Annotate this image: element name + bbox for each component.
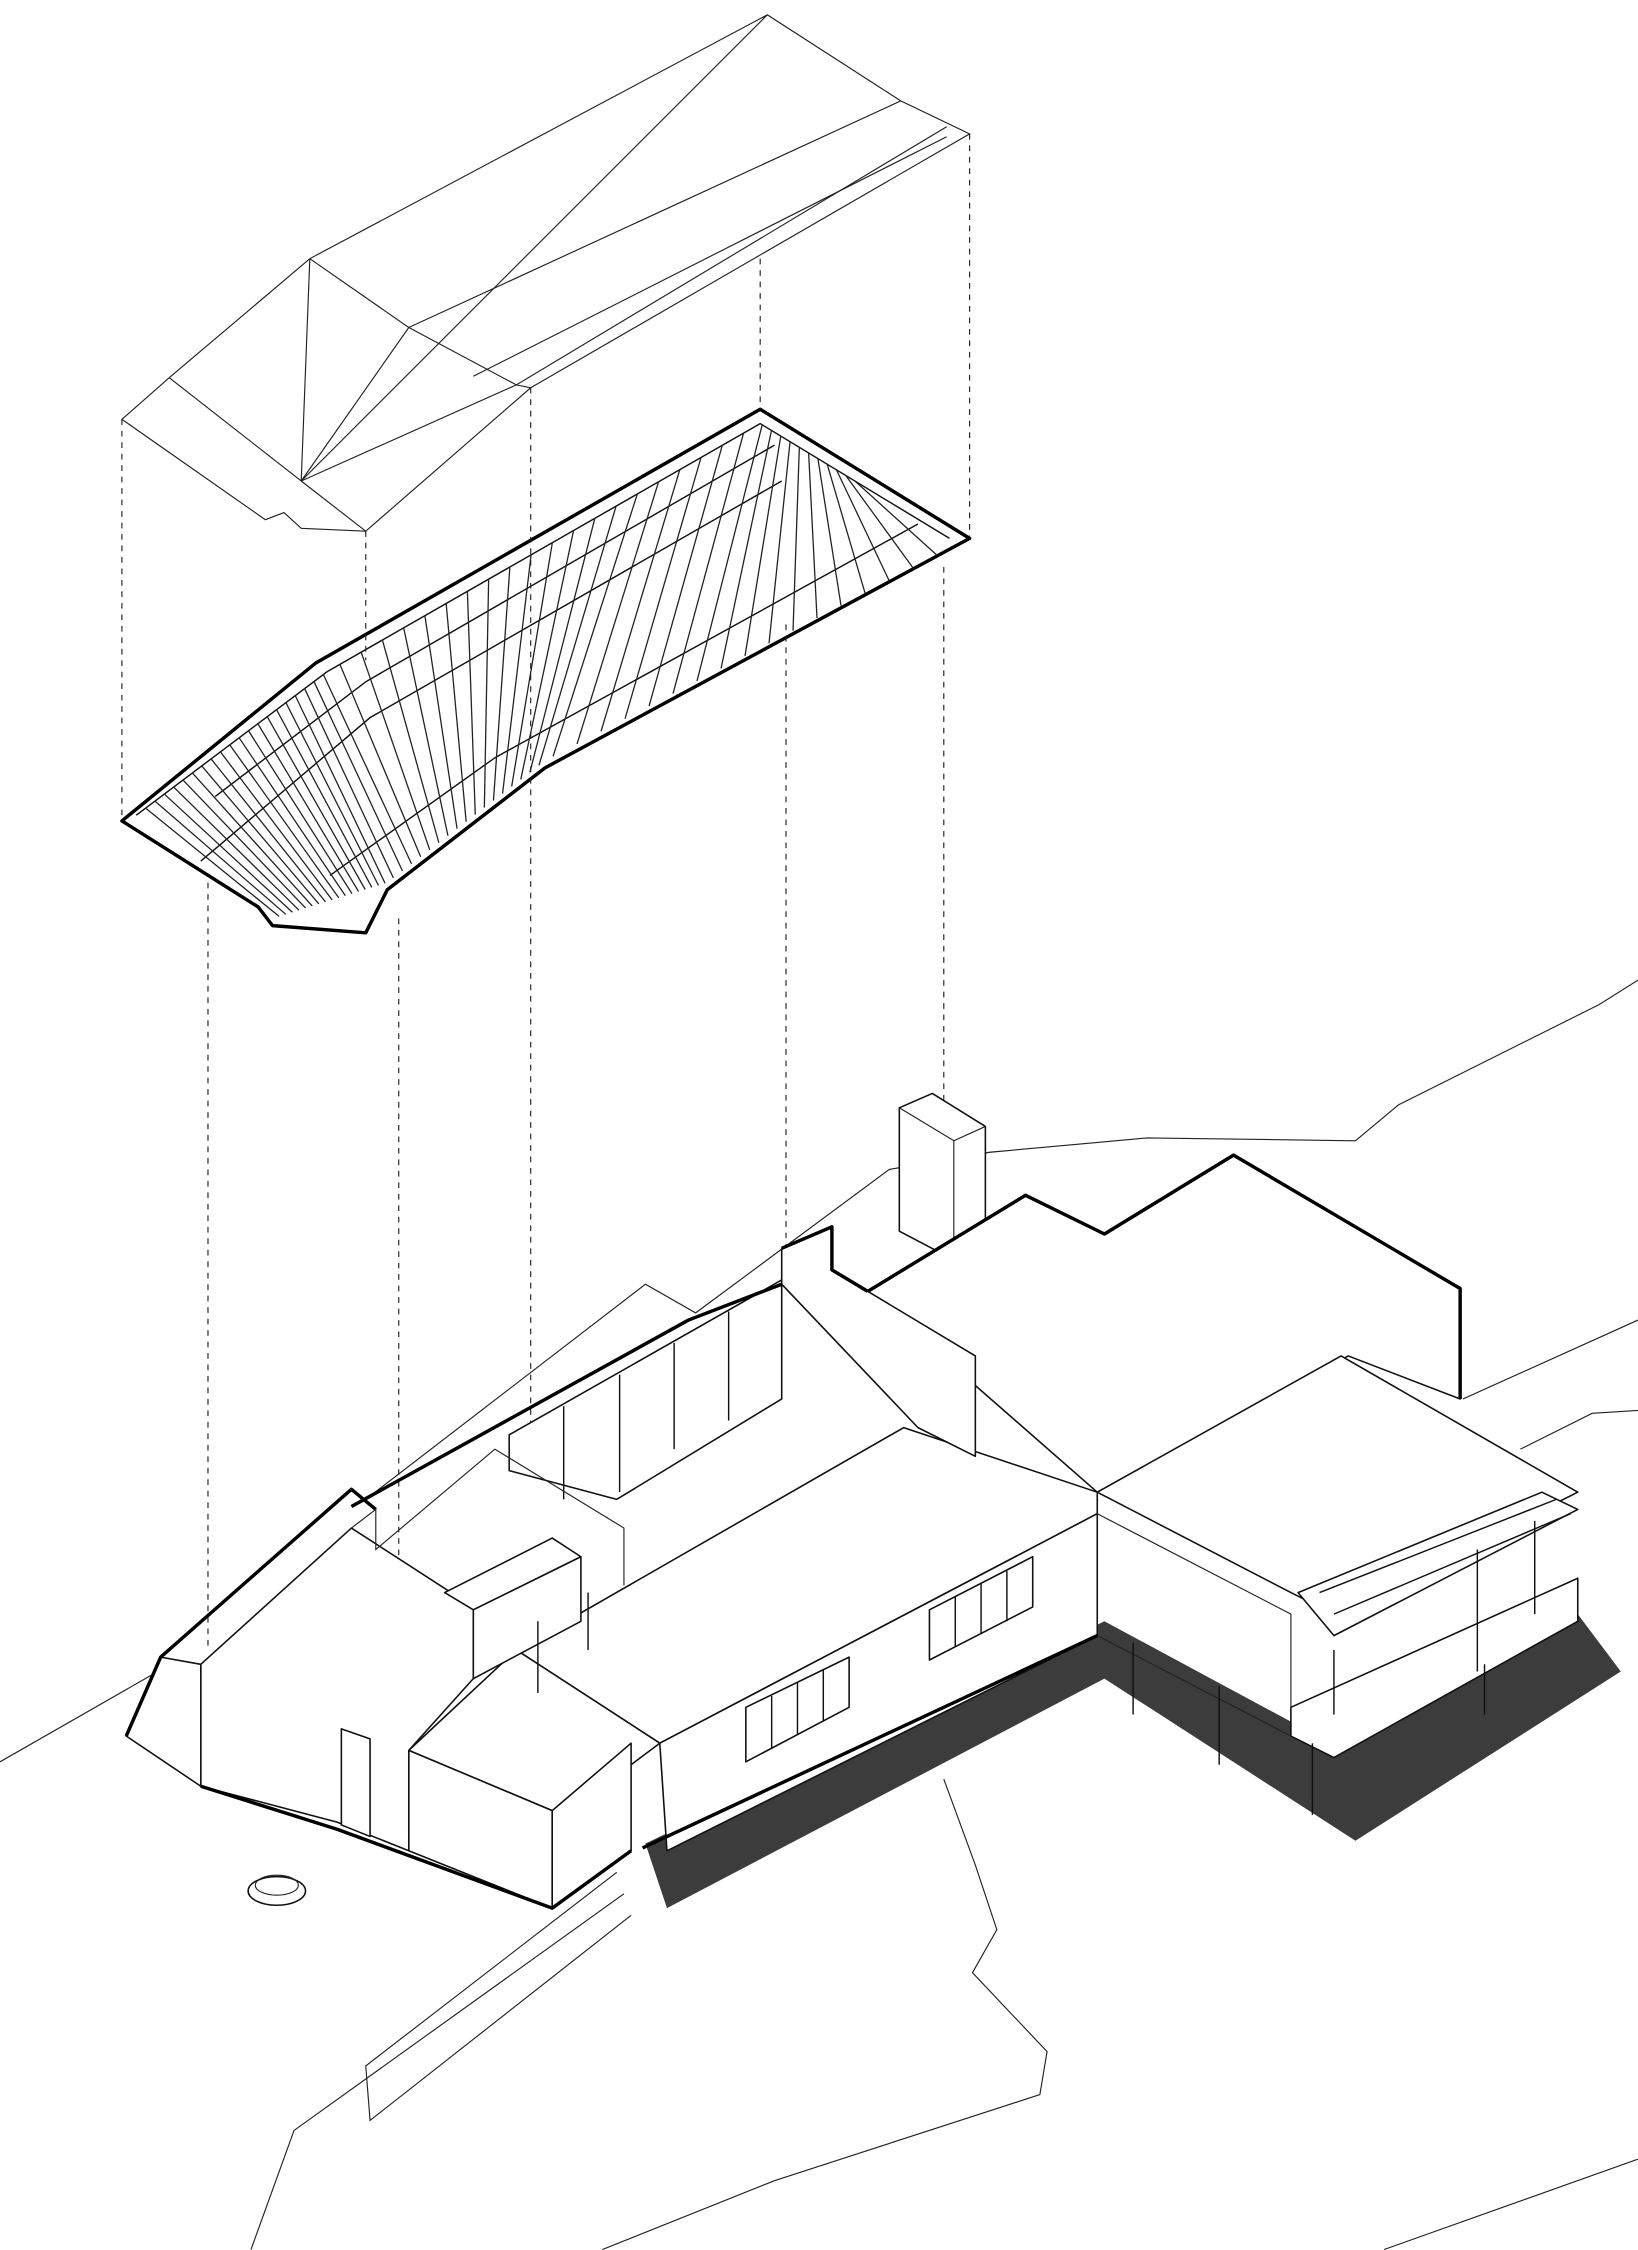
rafter (768, 441, 791, 644)
rafter (552, 493, 638, 757)
rafter (792, 447, 800, 631)
rafter (501, 554, 532, 794)
rafter (266, 716, 366, 890)
rafter (445, 603, 467, 822)
rafter (360, 651, 431, 850)
terrain-lines (0, 979, 1638, 2250)
door (340, 1728, 371, 1838)
rafter (403, 627, 449, 836)
rafter (201, 765, 320, 905)
projection-lines (121, 133, 971, 1722)
rafter (720, 430, 773, 669)
rafter (511, 542, 553, 787)
rafter (339, 664, 422, 858)
rafter (648, 445, 723, 707)
rafter (492, 566, 511, 801)
rafter (247, 730, 353, 894)
glazed-wall (508, 1279, 783, 1501)
rafter (483, 579, 490, 808)
rafter (529, 518, 596, 773)
rafter (576, 481, 660, 745)
rafter (154, 800, 287, 915)
rafter (466, 591, 476, 815)
rafter (845, 475, 914, 569)
building (124, 1092, 1621, 1910)
rafter (145, 807, 280, 917)
roof-outline (120, 14, 971, 532)
rafter (826, 464, 866, 594)
rafter (257, 723, 360, 892)
rafter (285, 702, 380, 886)
rafter (219, 751, 333, 901)
rafter (672, 432, 745, 694)
roof-framing (120, 407, 972, 935)
rafter (173, 786, 300, 911)
rafter (807, 452, 818, 619)
rafter (191, 772, 313, 907)
round-planter (247, 1875, 307, 1907)
rafter (520, 530, 575, 780)
west-room (200, 1527, 475, 1852)
rafter (238, 737, 346, 897)
rafter (313, 681, 404, 872)
rafter (381, 639, 440, 843)
window-group (745, 1555, 1034, 1763)
rafter (600, 469, 681, 732)
roof-rafters (145, 424, 938, 917)
rafter (624, 457, 702, 719)
rafter (854, 480, 938, 556)
rafter (210, 758, 326, 903)
rafter (817, 458, 842, 606)
rafter (276, 709, 373, 888)
rafter (229, 744, 340, 899)
west-terrace (125, 1656, 202, 1788)
rafter (835, 469, 890, 581)
rafter (424, 615, 458, 829)
rafter (322, 674, 413, 865)
east-wing-base (1290, 1577, 1579, 1759)
rafter (744, 435, 782, 656)
rafter (163, 793, 293, 913)
rafter (294, 695, 386, 884)
rafter (696, 424, 763, 682)
rafter (182, 779, 307, 909)
rafter (538, 505, 617, 766)
rafter (304, 688, 394, 879)
